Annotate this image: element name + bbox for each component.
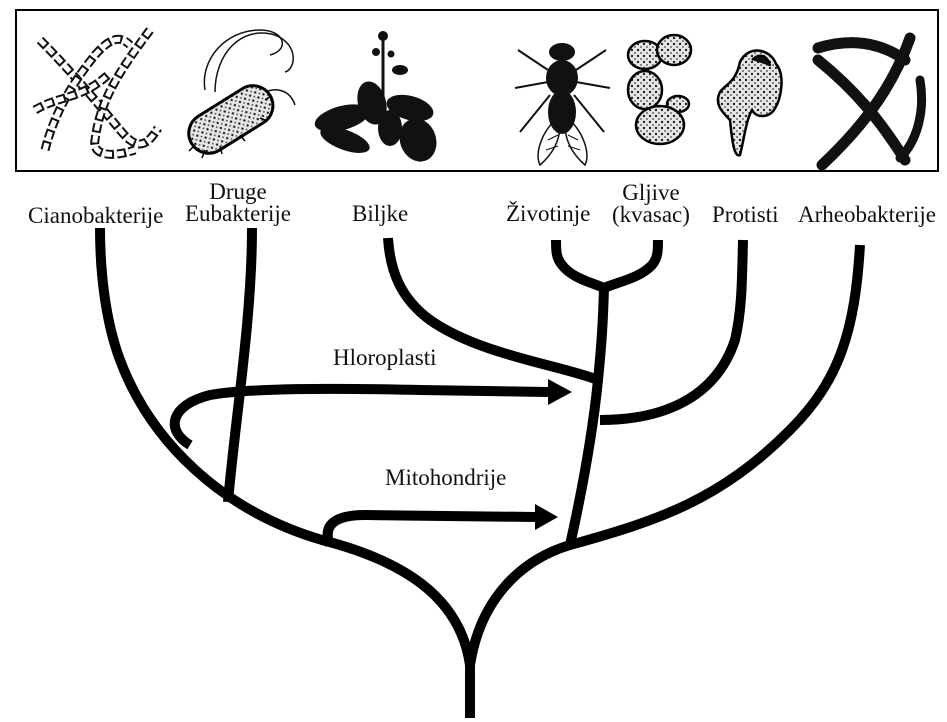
mitochondria-transfer-arrow: [328, 515, 535, 545]
branch-other-eubacteria: [228, 228, 252, 502]
label-archaea: Arheobakterije: [798, 204, 936, 226]
organism-picture-frame: [16, 10, 938, 171]
label-chloroplasts: Hloroplasti: [333, 347, 437, 369]
label-other-eubacteria-line1: Druge: [185, 181, 291, 203]
label-other-eubacteria: Druge Eubakterije: [185, 181, 291, 225]
label-protists: Protisti: [712, 204, 778, 226]
branch-eukaryotes: [570, 288, 604, 545]
branch-archaea: [470, 245, 860, 665]
label-animals: Životinje: [506, 203, 590, 225]
label-fungi-line1: Gljive: [612, 182, 690, 204]
label-fungi: Gljive (kvasac): [612, 182, 690, 226]
label-other-eubacteria-line2: Eubakterije: [185, 203, 291, 225]
branch-animals: [556, 240, 604, 288]
label-cyanobacteria: Cianobakterije: [28, 205, 163, 227]
label-plants: Biljke: [352, 203, 408, 225]
branch-protists: [600, 240, 743, 420]
chloroplast-arrowhead: [548, 379, 572, 405]
label-mitochondria: Mitohondrije: [385, 467, 506, 489]
mitochondria-arrowhead: [535, 504, 558, 530]
branch-cyanobacteria: [100, 228, 470, 665]
branch-fungi: [604, 240, 658, 288]
label-fungi-line2: (kvasac): [612, 204, 690, 226]
